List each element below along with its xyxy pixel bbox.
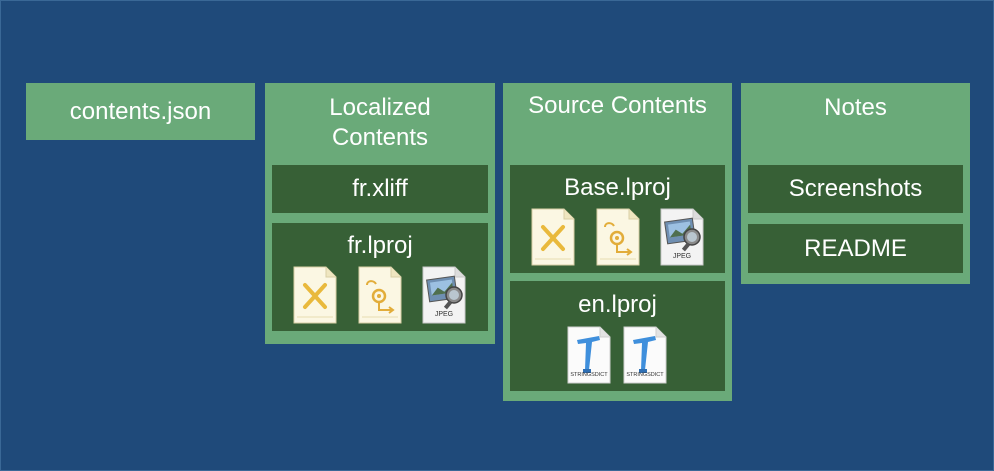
stringsdict-icon-label: STRINGSDICT bbox=[570, 372, 608, 378]
source-contents-box: Source Contents Base.lproj JPEG en.lproj… bbox=[503, 83, 732, 401]
fr-lproj-label: fr.lproj bbox=[347, 232, 413, 259]
jpeg-file-icon: JPEG bbox=[422, 266, 466, 324]
notes-box: Notes Screenshots README bbox=[741, 83, 970, 284]
en-lproj-label: en.lproj bbox=[578, 291, 657, 318]
jpeg-icon-label: JPEG bbox=[434, 311, 454, 318]
contents-json-box: contents.json bbox=[26, 83, 255, 140]
fr-xliff-label: fr.xliff bbox=[352, 175, 408, 202]
readme-label: README bbox=[804, 235, 907, 262]
storyboard-file-icon bbox=[293, 266, 337, 324]
en-lproj-box: en.lproj STRINGSDICT STRINGSDICT bbox=[510, 281, 725, 391]
readme-box: README bbox=[748, 224, 963, 273]
jpeg-icon-label: JPEG bbox=[672, 253, 692, 260]
storyboard-file-icon bbox=[531, 208, 575, 266]
screenshots-box: Screenshots bbox=[748, 165, 963, 213]
stringsdict-file-icon: STRINGSDICT bbox=[623, 326, 667, 384]
localized-contents-box: Localized Contents fr.xliff fr.lproj JPE… bbox=[265, 83, 495, 344]
stringsdict-icon-label: STRINGSDICT bbox=[626, 372, 664, 378]
xib-file-icon bbox=[358, 266, 402, 324]
stringsdict-file-icon: STRINGSDICT bbox=[567, 326, 611, 384]
fr-xliff-box: fr.xliff bbox=[272, 165, 488, 213]
notes-title: Notes bbox=[824, 94, 887, 121]
base-lproj-label: Base.lproj bbox=[564, 174, 671, 201]
fr-lproj-box: fr.lproj JPEG bbox=[272, 223, 488, 331]
xib-file-icon bbox=[596, 208, 640, 266]
base-lproj-box: Base.lproj JPEG bbox=[510, 165, 725, 273]
source-contents-title: Source Contents bbox=[528, 92, 707, 119]
contents-json-label: contents.json bbox=[69, 98, 212, 125]
screenshots-label: Screenshots bbox=[788, 175, 923, 202]
jpeg-file-icon: JPEG bbox=[660, 208, 704, 266]
localized-contents-title: Localized Contents bbox=[329, 94, 431, 151]
